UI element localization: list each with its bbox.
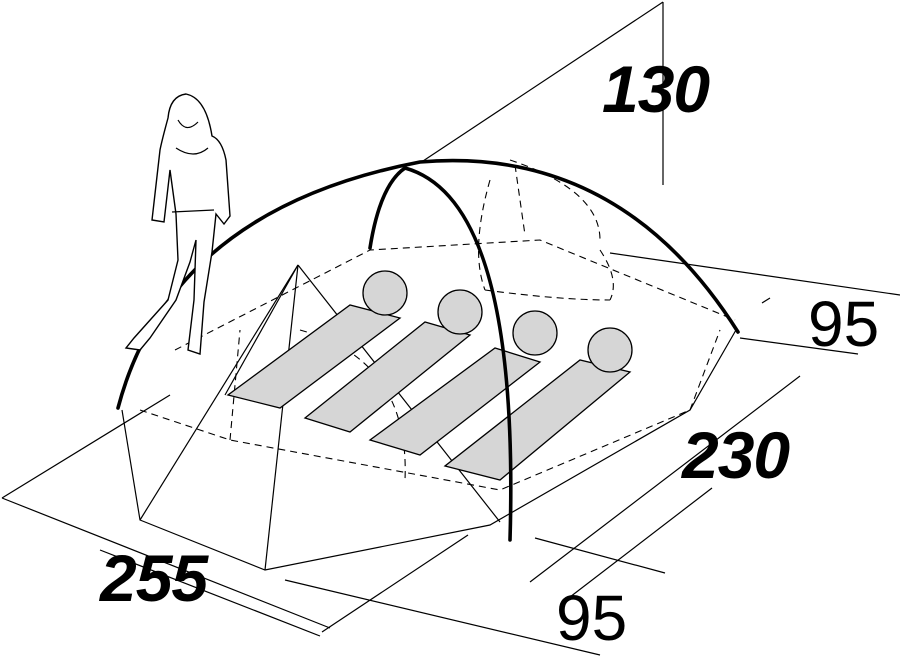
total-length-label: 255 [100, 541, 208, 615]
front-vestibule-extension-line [534, 537, 666, 574]
back-vestibule-base [484, 289, 611, 301]
front-vestibule-dimension-line [569, 487, 713, 598]
person-face [177, 119, 199, 129]
person-figure [124, 93, 231, 355]
back-vestibule-right [599, 249, 614, 301]
back-vestibule-extension-line-2 [739, 337, 859, 355]
person-belt [171, 209, 215, 213]
person-silhouette [124, 93, 231, 355]
sleeping-pad-3 [368, 310, 558, 456]
back-vestibule-left [478, 179, 491, 291]
left-extension-line [1, 394, 171, 499]
front-extension-line [321, 534, 469, 633]
inner-length-label: 230 [682, 418, 790, 492]
height-label: 130 [602, 52, 710, 126]
inner-tent-corner-right [689, 329, 721, 411]
length-dimension-line [1, 497, 331, 629]
back-vestibule-extension-line [609, 252, 900, 296]
inner-tent-front-edge [139, 409, 691, 491]
length-extension-line [99, 549, 321, 637]
fly-base-outline [121, 329, 737, 571]
front-vestibule-left-line [139, 264, 299, 521]
back-vestibule-top [509, 159, 601, 241]
sleeping-pad-2 [303, 289, 483, 433]
person-collar [175, 147, 209, 155]
front-vestibule-extension-line-2 [284, 579, 601, 656]
cross-pole [368, 166, 513, 542]
back-vestibule-label: 95 [808, 288, 880, 360]
inner-tent-corner-left [229, 329, 241, 441]
depth-dimension-line [529, 375, 801, 583]
front-vestibule-right-line [297, 264, 501, 523]
front-vestibule-label: 95 [556, 582, 628, 654]
sleeping-pad-1 [226, 270, 408, 409]
back-vestibule-ridge [514, 164, 526, 236]
door-edge-line [224, 264, 299, 396]
front-vestibule-center-line [264, 264, 299, 571]
back-vestibule-tick [761, 297, 771, 304]
sleeping-pad-4 [443, 327, 633, 481]
height-extension-line [422, 1, 664, 162]
sleeping-pads [226, 270, 633, 481]
tent-outline [121, 264, 737, 571]
inner-tent-back-edge [174, 239, 736, 351]
